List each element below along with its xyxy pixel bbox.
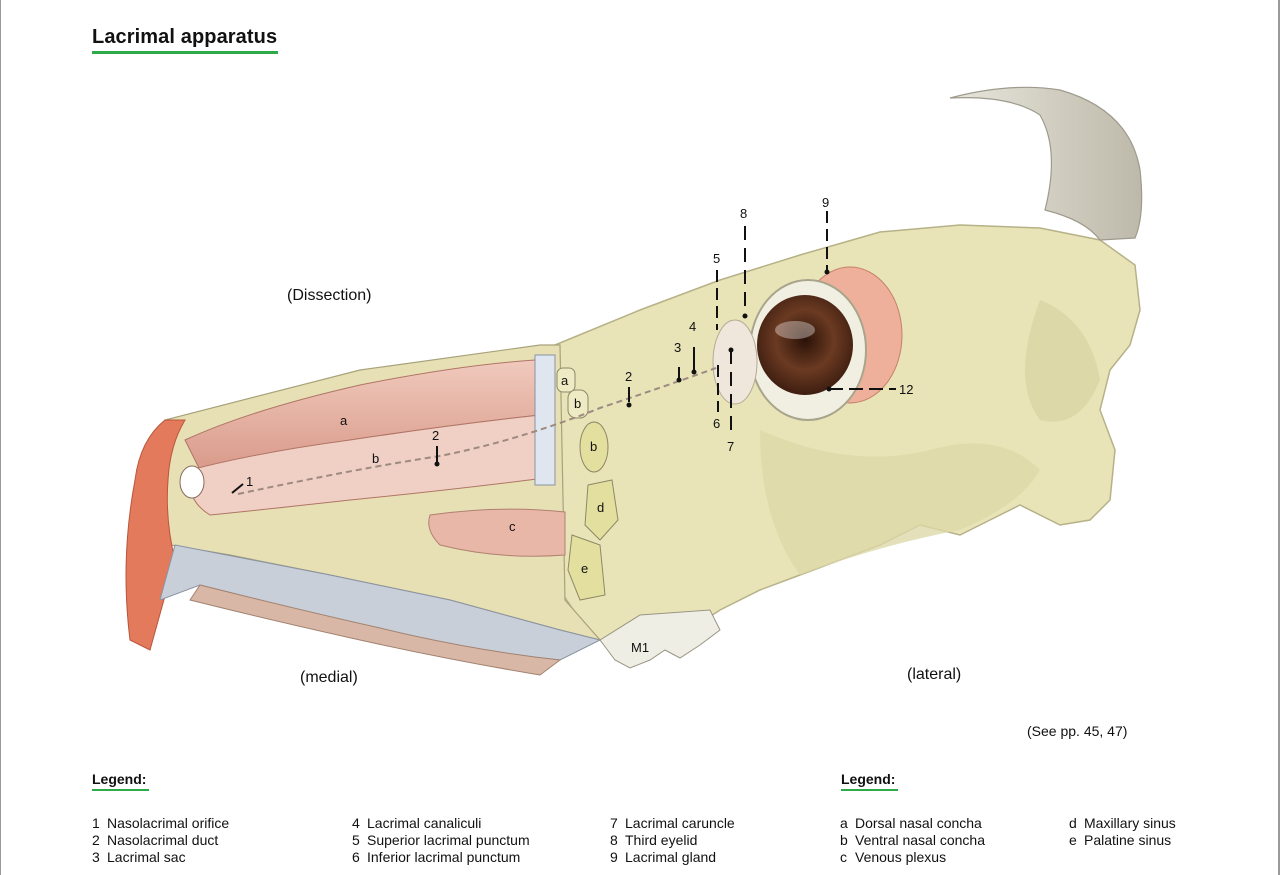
callout-b-sinus-1: b [574,396,581,411]
maxillary-sinus [584,479,619,541]
page-border-left [0,0,1,875]
callout-e: e [581,561,588,576]
label-lateral: (lateral) [907,666,961,683]
lacrimal-caruncle-area [712,319,758,405]
callout-6: 6 [713,416,720,431]
label-dissection: (Dissection) [287,287,371,304]
callout-2-lateral: 2 [625,369,632,384]
legend-letters-underline [841,789,898,791]
horn [949,86,1143,241]
callout-5: 5 [713,251,720,266]
callout-2-medial: 2 [432,428,439,443]
callout-9: 9 [822,195,829,210]
sinus-b2 [579,421,609,473]
palatine-sinus [567,534,606,601]
legend-numbers-underline [92,789,149,791]
nasolacrimal-orifice-region [179,465,205,499]
palatal-ridges [189,584,562,676]
callout-4: 4 [689,319,696,334]
nasolacrimal-duct-path [237,367,717,495]
title-underline [92,51,278,54]
callout-3: 3 [674,340,681,355]
skull-shading [760,430,1040,575]
molar-teeth [599,609,721,669]
eye-highlight [775,321,815,339]
callout-d: d [597,500,604,515]
septum-plate [534,354,556,486]
callout-a-medial: a [340,413,348,428]
page-border-right [1278,0,1280,875]
callout-8: 8 [740,206,747,221]
label-medial: (medial) [300,669,358,686]
sinus-b1 [567,389,589,419]
venous-plexus [428,508,566,557]
nose-tip [125,419,186,651]
page-title: Lacrimal apparatus [92,26,278,48]
legend-letters-heading: Legend: [841,771,896,787]
see-pages-reference: (See pp. 45, 47) [1027,723,1128,739]
callout-b-sinus-2: b [590,439,597,454]
callout-c: c [509,519,516,534]
legend-numbers-heading: Legend: [92,771,147,787]
callout-1: 1 [246,474,253,489]
eyeball [757,295,853,395]
skull-illustration: (Dissection) (medial) (lateral) 1 2 2 3 … [125,86,1143,686]
callout-a-sinus: a [561,373,569,388]
callout-7: 7 [727,439,734,454]
callout-12: 12 [899,382,913,397]
callout-b-medial: b [372,451,379,466]
callout-m1: M1 [631,640,649,655]
ventral-nasal-concha [188,414,546,516]
occipital-region [1025,300,1100,422]
sinus-a [556,367,576,393]
